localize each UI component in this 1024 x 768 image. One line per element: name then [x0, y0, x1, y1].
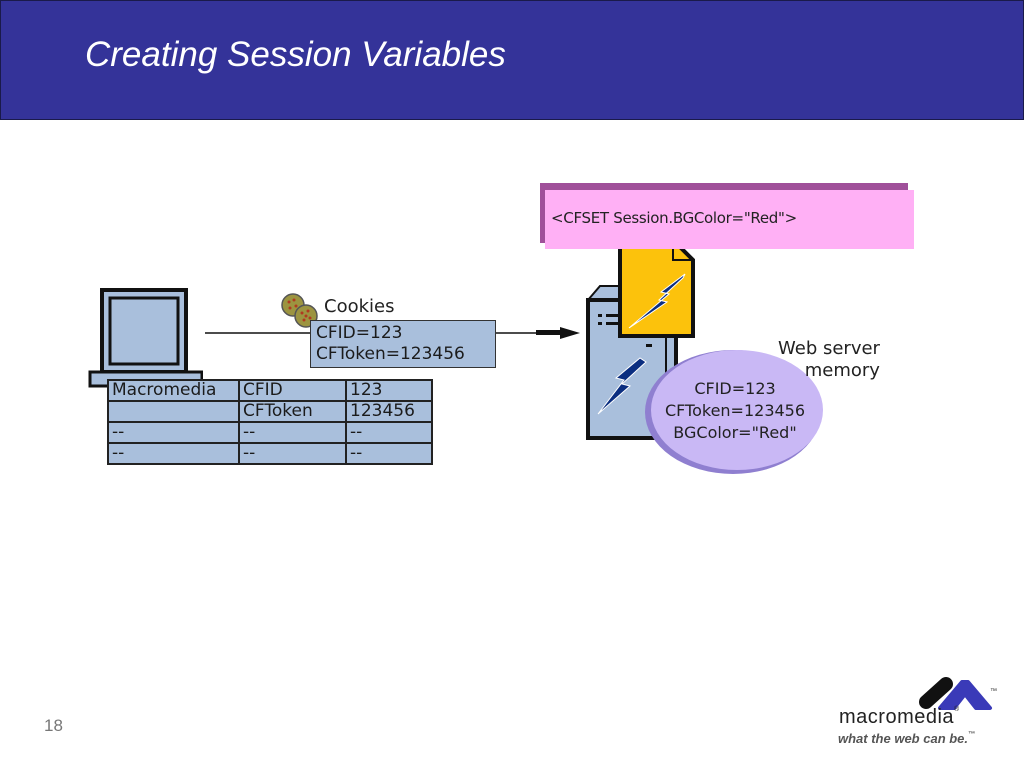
tagline-trademark: ™	[968, 731, 976, 738]
web-server-memory-label: Web server memory	[778, 338, 880, 382]
cookie-cftoken: CFToken=123456	[316, 344, 465, 364]
web-server-label: Web server	[778, 338, 880, 359]
table-cell: --	[107, 421, 240, 444]
memory-bgcolor: BGColor="Red"	[673, 423, 797, 442]
cookie-cfid: CFID=123	[316, 323, 403, 343]
slide-header: Creating Session Variables	[0, 0, 1024, 120]
table-cell: --	[238, 421, 347, 444]
server-memory-values: CFID=123 CFToken=123456 BGColor="Red"	[650, 378, 820, 444]
table-cell: 123	[345, 379, 433, 402]
page-number: 18	[44, 716, 63, 735]
table-cell: CFID	[238, 379, 347, 402]
code-statement-box: <CFSET Session.BGColor="Red">	[545, 190, 914, 249]
tagline-text: what the web can be.	[838, 731, 969, 746]
registered-mark: ®	[954, 706, 960, 713]
computer-icon	[88, 288, 203, 388]
lightning-bolt-icon	[628, 273, 686, 329]
table-cell: --	[345, 442, 433, 465]
macromedia-logo-icon	[919, 677, 992, 710]
table-cell: 123456	[345, 400, 433, 423]
table-cell	[107, 400, 240, 423]
table-row: CFToken 123456	[107, 400, 433, 423]
memory-ellipse-icon	[645, 350, 823, 474]
table-cell: --	[107, 442, 240, 465]
brand-tagline: what the web can be.™	[838, 731, 975, 746]
lightning-bolt-icon	[597, 357, 647, 415]
logo-trademark: ™	[990, 688, 997, 695]
brand-name: macromedia®	[839, 706, 960, 729]
cookie-values-box: CFID=123 CFToken=123456	[310, 320, 496, 368]
cookie-icon	[281, 293, 318, 328]
arrow-right-icon	[560, 327, 580, 339]
table-row: -- -- --	[107, 421, 433, 444]
memory-cfid: CFID=123	[694, 379, 776, 398]
table-row: Macromedia CFID 123	[107, 379, 433, 402]
table-cell: CFToken	[238, 400, 347, 423]
brand-text: macromedia	[839, 706, 955, 728]
memory-cftoken: CFToken=123456	[664, 401, 806, 420]
slide-title: Creating Session Variables	[85, 35, 506, 74]
cookies-label: Cookies	[324, 296, 395, 317]
client-cookie-table: Macromedia CFID 123 CFToken 123456 -- --…	[107, 379, 433, 465]
code-statement: <CFSET Session.BGColor="Red">	[551, 209, 797, 227]
cfml-document-icon	[618, 238, 695, 338]
table-cell: --	[238, 442, 347, 465]
memory-label: memory	[804, 360, 880, 381]
table-cell: Macromedia	[107, 379, 240, 402]
table-row: -- -- --	[107, 442, 433, 465]
table-cell: --	[345, 421, 433, 444]
